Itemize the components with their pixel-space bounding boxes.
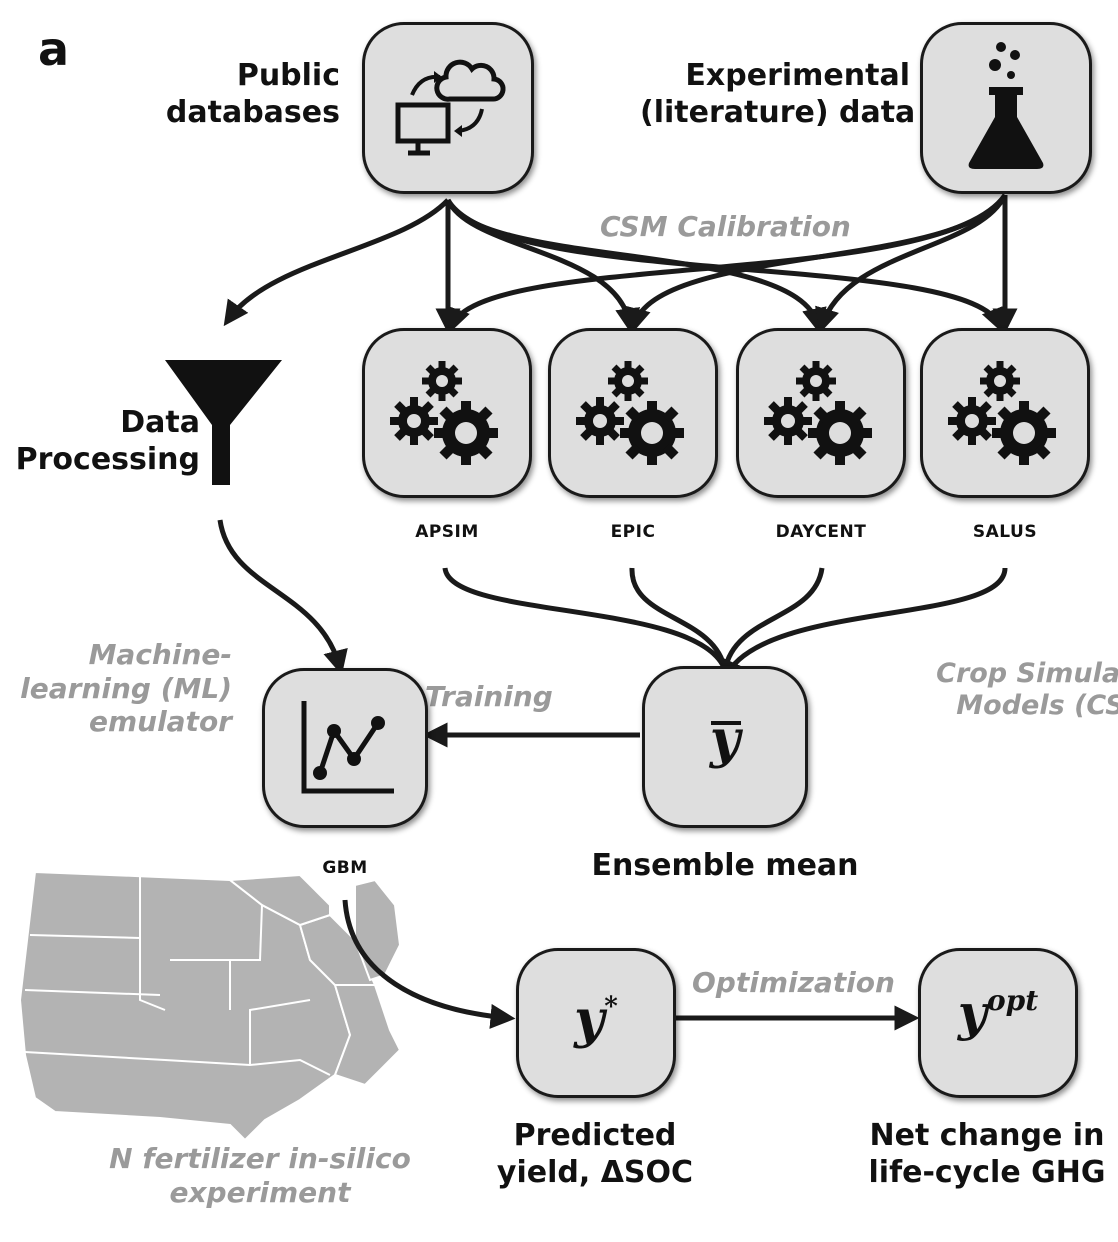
model-box-apsim	[362, 328, 532, 498]
data-processing-label: Data Processing	[15, 405, 200, 477]
experimental-data-label: Experimental (literature) data	[640, 58, 916, 130]
ensemble-symbol: y	[709, 709, 741, 770]
flask-icon	[968, 42, 1044, 169]
predicted-label: Predicted yield, ΔSOC	[496, 1118, 694, 1190]
line-chart-icon	[301, 701, 394, 794]
model-box-daycent	[736, 328, 906, 498]
optimization-label: Optimization	[692, 966, 895, 999]
training-label: Training	[425, 680, 553, 713]
model-label-salus: SALUS	[972, 522, 1038, 542]
gears-icon	[390, 361, 498, 465]
panel-letter: a	[38, 22, 70, 76]
optimal-symbol: yopt	[957, 983, 1039, 1042]
model-box-salus	[920, 328, 1090, 498]
ml-emulator-label: Machine- learning (ML) emulator	[20, 638, 232, 739]
funnel-icon	[165, 360, 282, 485]
gbm-box	[262, 668, 428, 828]
csm-calibration-label: CSM Calibration	[600, 210, 851, 243]
computer-cloud-icon	[395, 59, 506, 156]
experimental-data-box	[920, 22, 1092, 194]
predicted-symbol: y*	[574, 989, 618, 1050]
optimal-box: yopt	[918, 948, 1078, 1098]
csm-label: Crop Simulation Models (CSMs)	[936, 658, 1118, 722]
optimal-label: Net change in life-cycle GHG	[868, 1118, 1106, 1190]
ensemble-mean-label: Ensemble mean	[591, 848, 859, 883]
model-label-epic: EPIC	[610, 522, 656, 542]
model-label-daycent: DAYCENT	[775, 522, 867, 542]
model-box-epic	[548, 328, 718, 498]
gears-icon	[576, 361, 684, 465]
gbm-label: GBM	[322, 858, 368, 878]
gears-icon	[764, 361, 872, 465]
public-databases-label: Public databases	[165, 58, 340, 130]
experiment-label: N fertilizer in-silico experiment	[109, 1142, 411, 1209]
midwest-map	[18, 870, 402, 1142]
overline-mark	[711, 721, 741, 725]
ensemble-mean-box: y	[642, 666, 808, 828]
model-label-apsim: APSIM	[415, 522, 479, 542]
map-state-lines	[24, 876, 375, 1076]
predicted-box: y*	[516, 948, 676, 1098]
public-databases-box	[362, 22, 534, 194]
gears-icon	[948, 361, 1056, 465]
